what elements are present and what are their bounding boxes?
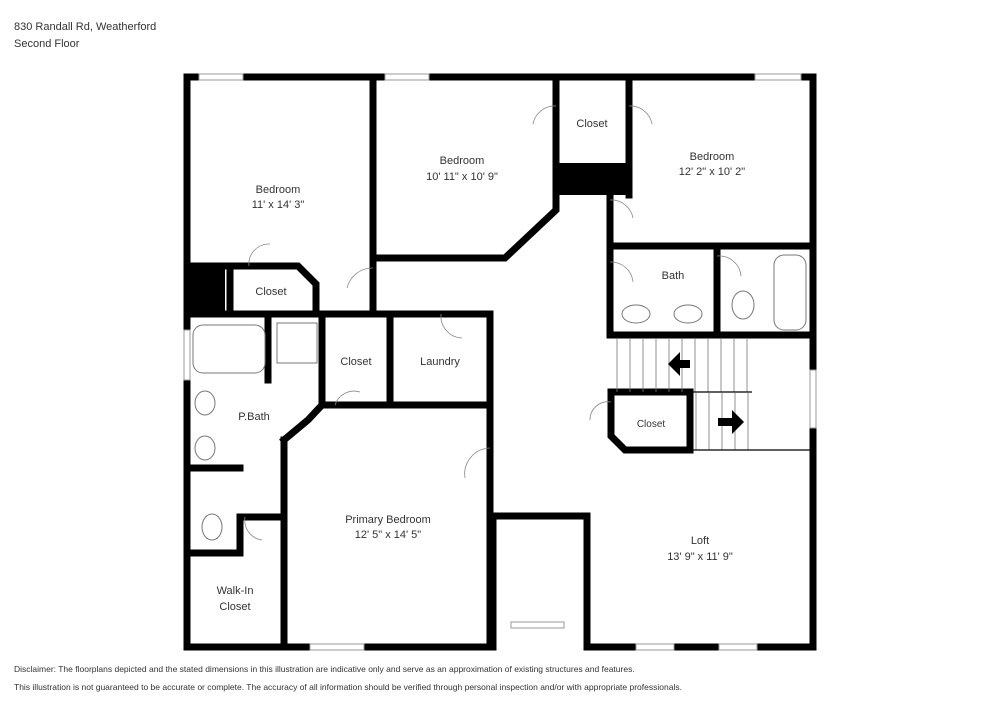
- address-label: 830 Randall Rd, Weatherford: [14, 21, 157, 33]
- arrow-left-icon: [668, 352, 690, 376]
- room-name: Laundry: [420, 356, 460, 368]
- room-dims: 10' 11" x 10' 9": [426, 171, 498, 183]
- room-dims: 11' x 14' 3": [252, 199, 305, 211]
- room-dims: 12' 5" x 14' 5": [355, 529, 422, 541]
- fixtures: [192, 254, 807, 541]
- room-name: Loft: [691, 535, 709, 547]
- room-dims: 12' 2" x 10' 2": [679, 166, 746, 178]
- room-name: P.Bath: [238, 411, 270, 423]
- room-name: Closet: [340, 356, 371, 368]
- wall-block: [187, 266, 225, 314]
- room-name: Closet: [637, 419, 666, 430]
- arrow-right-icon: [718, 410, 744, 434]
- room-name: Closet: [255, 286, 286, 298]
- room-name: Bedroom: [690, 151, 735, 163]
- floor-label: Second Floor: [14, 38, 80, 50]
- room-dims: 13' 9" x 11' 9": [667, 551, 733, 563]
- room-name: Bath: [662, 270, 685, 282]
- stairs: [616, 338, 813, 451]
- doors: [244, 105, 742, 541]
- disclaimer-line-1: Disclaimer: The floorplans depicted and …: [14, 664, 635, 674]
- room-name: Primary Bedroom: [345, 514, 431, 526]
- room-name: Bedroom: [440, 155, 485, 167]
- walls: [183, 73, 817, 651]
- room-name: Closet: [576, 118, 607, 130]
- room-name: Closet: [219, 601, 250, 613]
- room-name: Bedroom: [256, 184, 301, 196]
- room-name: Walk-In: [217, 585, 254, 597]
- windows: [183, 73, 817, 651]
- wall-block: [556, 163, 629, 195]
- disclaimer-line-2: This illustration is not guaranteed to b…: [14, 682, 682, 692]
